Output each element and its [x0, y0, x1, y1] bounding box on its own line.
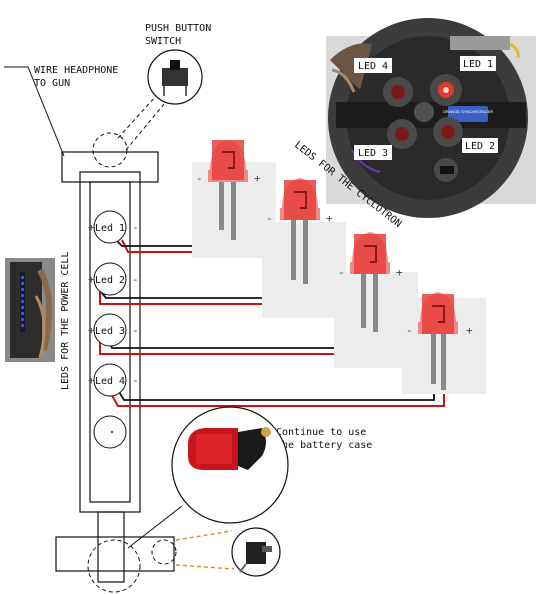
power-led-3-minus: -	[132, 324, 139, 337]
photo-sticker: ORANGE SYNCHRONIZER	[443, 109, 494, 114]
cyclotron-led-3-plus: +	[396, 266, 403, 279]
power-led-3-plus: +	[88, 324, 95, 337]
battery-case-callout	[171, 406, 289, 524]
photo-led3-label: LED 3	[358, 148, 388, 159]
wire-headphone-pointer	[4, 66, 65, 157]
cyclotron-led-2: - +	[262, 178, 346, 318]
push-button-label-1: PUSH BUTTON	[145, 23, 211, 34]
power-cell-leds-label: LEDS FOR THE POWER CELL	[60, 252, 71, 390]
power-led-2-label: Led 2	[95, 275, 125, 286]
orange-dash-1	[175, 530, 233, 541]
photo-led2-label: LED 2	[465, 141, 495, 152]
power-led-2-plus: +	[88, 273, 95, 286]
power-led-1-plus: +	[88, 221, 95, 234]
cyclotron-led-3-minus: -	[338, 266, 345, 279]
power-led-1-label: Led 1	[95, 223, 125, 234]
wire-headphone-label-1: WIRE HEADPHONE	[34, 65, 118, 76]
body-outline	[55, 151, 175, 583]
cyclotron-led-2-plus: +	[326, 212, 333, 225]
power-led-4-label: Led 4	[95, 376, 125, 387]
power-led-4-plus: +	[88, 374, 95, 387]
power-led-1-minus: -	[132, 221, 139, 234]
power-led-2-minus: -	[132, 273, 139, 286]
bottom-dashed-circle	[87, 539, 141, 593]
cyclotron-led-4: - +	[402, 292, 486, 394]
switch-dash-1	[117, 95, 157, 139]
power-cell-photo	[5, 258, 55, 362]
battery-note-1: Continue to use	[276, 427, 366, 438]
power-led-3-label: Led 3	[95, 326, 125, 337]
cyclotron-photo: ORANGE SYNCHRONIZER LED 4 LED 1 LED 3 LE…	[326, 18, 536, 218]
slide-switch-callout	[231, 527, 281, 577]
switch-dash-2	[125, 103, 165, 151]
cyclotron-led-4-plus: +	[466, 324, 473, 337]
power-led-3: Led 3 + -	[88, 313, 139, 347]
push-button-switch	[147, 49, 203, 105]
switch-dashed-circle	[92, 132, 128, 168]
slide-dashed-circle	[151, 539, 177, 565]
power-led-4: Led 4 + -	[88, 363, 139, 397]
cyclotron-led-2-minus: -	[266, 212, 273, 225]
power-led-5-empty	[93, 415, 127, 449]
cyclotron-led-4-minus: -	[406, 324, 413, 337]
power-led-2: Led 2 + -	[88, 262, 139, 296]
battery-note-2: the battery case	[276, 440, 372, 451]
push-button-label-2: SWITCH	[145, 36, 181, 47]
wire-headphone-label-2: TO GUN	[34, 78, 70, 89]
cyclotron-led-1-plus: +	[254, 172, 261, 185]
power-led-1: Led 1 + -	[88, 210, 139, 244]
photo-led1-label: LED 1	[463, 59, 493, 70]
cyclotron-led-1-minus: -	[196, 172, 203, 185]
orange-dash-2	[175, 564, 235, 570]
battery-pointer-line	[127, 505, 183, 549]
photo-led4-label: LED 4	[358, 61, 388, 72]
power-led-4-minus: -	[132, 374, 139, 387]
power-cell-light-bar	[20, 272, 25, 332]
